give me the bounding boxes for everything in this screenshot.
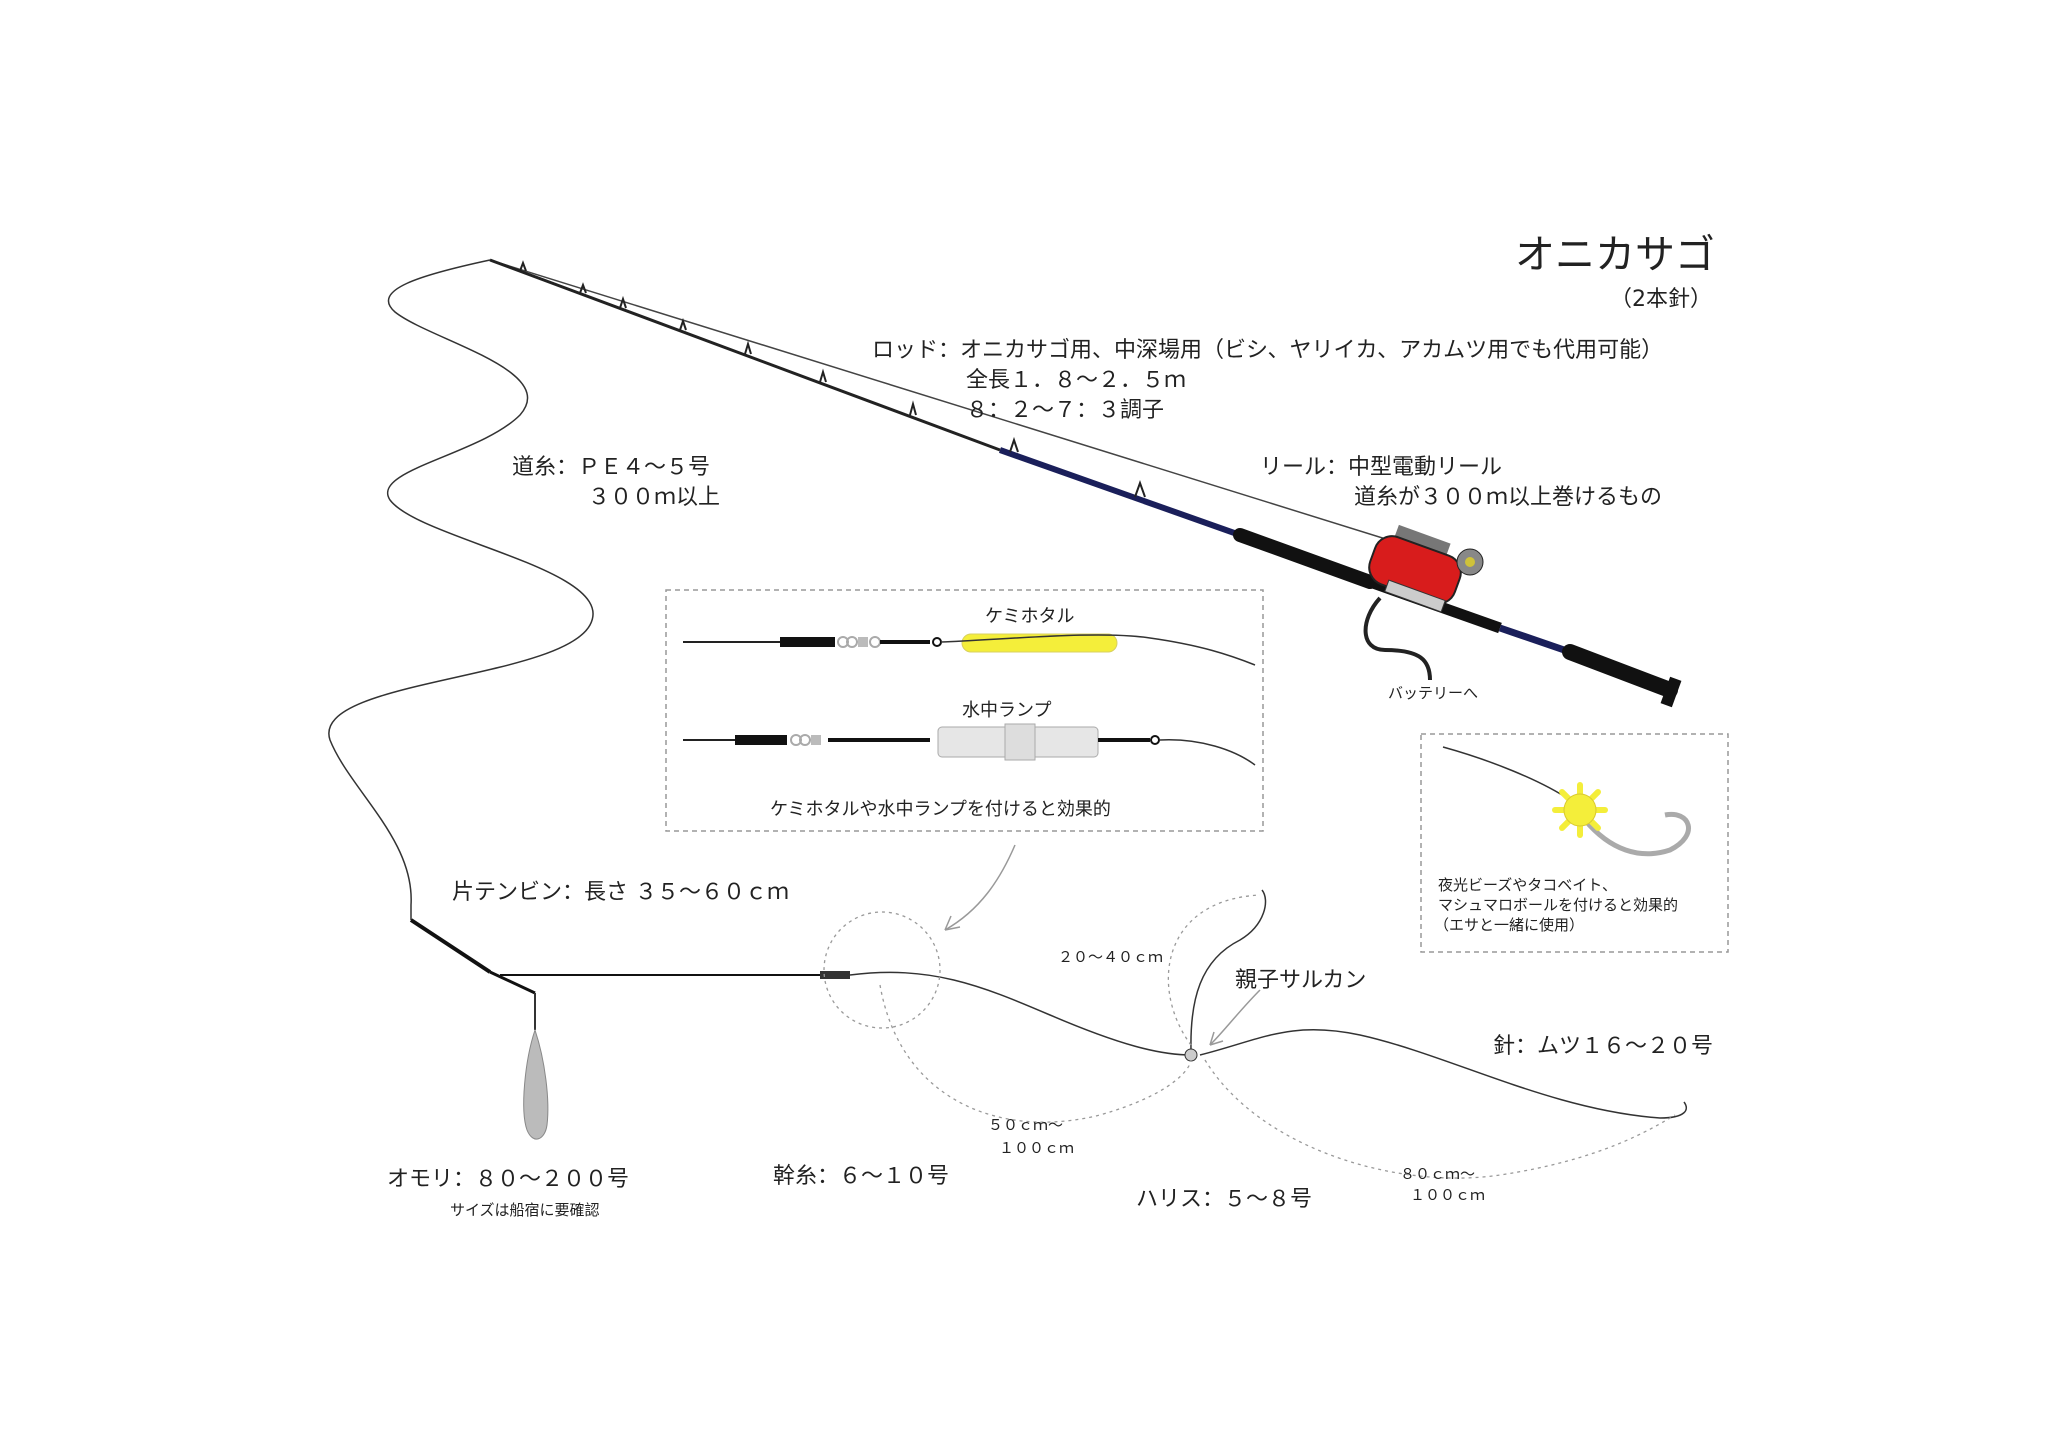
bead-box [1420, 733, 1729, 953]
page-title: オニカサゴ [1515, 232, 1715, 278]
bead-note-3: （エサと一緒に使用） [1434, 916, 1584, 934]
chemical-light-rig [683, 633, 1256, 666]
measure-leader-2: １００ｃｍ [1410, 1186, 1485, 1204]
trunk-line-label: 幹糸：６～１０号 [773, 1164, 949, 1189]
sinker-note: サイズは船宿に要確認 [450, 1201, 600, 1219]
measure-trunk-2: １００ｃｍ [999, 1139, 1074, 1157]
light-box [665, 589, 1264, 832]
glow-bead-hook [1442, 746, 1691, 857]
chemical-light-label: ケミホタル [985, 606, 1074, 627]
mainline-label: 道糸：ＰＥ４～５号 [512, 455, 710, 480]
bead-note-2: マシュマロボールを付けると効果的 [1438, 896, 1678, 914]
rod-action: ８：２～７：３調子 [966, 398, 1164, 423]
bead-note-1: 夜光ビーズやタコベイト、 [1438, 876, 1617, 894]
underwater-lamp-rig [683, 723, 1256, 766]
sinker-label: オモリ：８０～２００号 [387, 1167, 629, 1192]
electric-reel [1363, 524, 1484, 681]
rod-label: ロッド：オニカサゴ用、中深場用（ビシ、ヤリイカ、アカムツ用でも代用可能） [872, 338, 1663, 363]
battery-label: バッテリーへ [1388, 684, 1478, 702]
light-box-note: ケミホタルや水中ランプを付けると効果的 [770, 799, 1111, 820]
swivel-icon [1184, 1048, 1198, 1062]
hook-label: 針：ムツ１６～２０号 [1493, 1034, 1713, 1059]
measure-leader-1: ８０ｃｍ～ [1400, 1165, 1475, 1183]
reel-label: リール：中型電動リール [1260, 455, 1502, 480]
rod-line [489, 259, 1406, 546]
leader-upper [1190, 889, 1267, 1051]
page-subtitle: （2本針） [1610, 287, 1712, 312]
reel-capacity: 道糸が３００ｍ以上巻けるもの [1354, 485, 1662, 510]
underwater-lamp-label: 水中ランプ [962, 700, 1051, 721]
measure-branch: ２０～４０ｃｍ [1058, 948, 1163, 966]
tenbin-label: 片テンビン：長さ ３５～６０ｃｍ [452, 880, 789, 905]
rod-length: 全長１．８～２．５ｍ [966, 368, 1186, 393]
leader-label: ハリス：５～８号 [1136, 1187, 1312, 1212]
mainline-length: ３００ｍ以上 [588, 485, 720, 510]
measure-trunk-1: ５０ｃｍ～ [988, 1116, 1063, 1134]
trunk-line [849, 971, 1192, 1056]
main-line [328, 259, 594, 920]
tenbin-rig [409, 918, 850, 1140]
sinker [523, 1028, 549, 1140]
swivel-label: 親子サルカン [1235, 968, 1366, 993]
